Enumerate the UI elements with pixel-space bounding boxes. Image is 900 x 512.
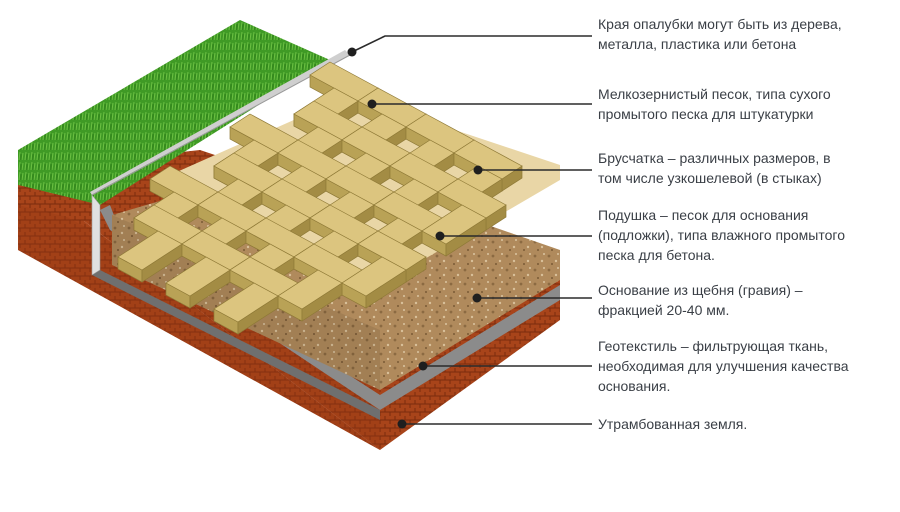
label-paving: Брусчатка – различных размеров, в том чи…	[598, 148, 896, 188]
label-line: Утрамбованная земля.	[598, 414, 896, 434]
label-line: промытого песка для штукатурки	[598, 104, 896, 124]
label-line: Брусчатка – различных размеров, в	[598, 148, 896, 168]
label-line: необходимая для улучшения качества	[598, 356, 896, 376]
label-line: том числе узкошелевой (в стыках)	[598, 168, 896, 188]
label-fine-sand: Мелкозернистый песок, типа сухого промыт…	[598, 84, 896, 124]
leader-dot	[474, 166, 483, 175]
leader-dot	[398, 420, 407, 429]
label-line: основания.	[598, 376, 896, 396]
label-line: Основание из щебня (гравия) –	[598, 280, 896, 300]
label-line: Мелкозернистый песок, типа сухого	[598, 84, 896, 104]
leader-dot	[348, 48, 357, 57]
leader-dot	[368, 100, 377, 109]
label-line: Геотекстиль – фильтрующая ткань,	[598, 336, 896, 356]
label-line: Края опалубки могут быть из дерева,	[598, 14, 896, 34]
label-soil: Утрамбованная земля.	[598, 414, 896, 434]
leader-dot	[419, 362, 428, 371]
leader-line	[352, 36, 592, 52]
label-formwork: Края опалубки могут быть из дерева, мета…	[598, 14, 896, 54]
label-line: песка для бетона.	[598, 245, 896, 265]
label-line: Подушка – песок для основания	[598, 205, 896, 225]
label-gravel: Основание из щебня (гравия) – фракцией 2…	[598, 280, 896, 320]
leader-dot	[473, 294, 482, 303]
leader-dot	[436, 232, 445, 241]
label-line: (подложки), типа влажного промытого	[598, 225, 896, 245]
label-sand-cushion: Подушка – песок для основания (подложки)…	[598, 205, 896, 265]
label-geotextile: Геотекстиль – фильтрующая ткань, необход…	[598, 336, 896, 396]
label-line: металла, пластика или бетона	[598, 34, 896, 54]
label-line: фракцией 20-40 мм.	[598, 300, 896, 320]
